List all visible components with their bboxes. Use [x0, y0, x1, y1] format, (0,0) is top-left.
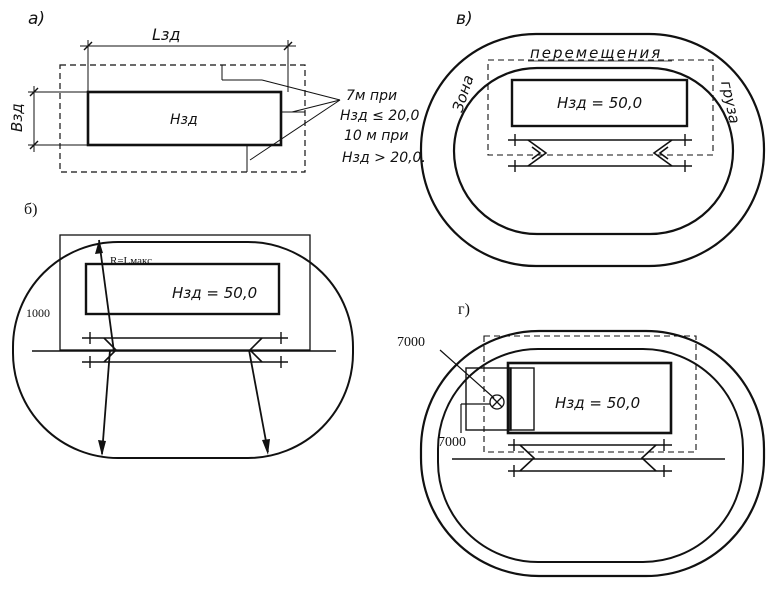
panel-a-note-line-2: Hзд ≤ 20,0	[340, 108, 420, 124]
panel-a: а) Нзд Lзд Взд 7м при Hзд ≤ 20,0 10	[8, 9, 426, 173]
panel-v-height-label: Hзд = 50,0	[557, 94, 642, 112]
panel-v-outer-ring	[419, 32, 766, 268]
panel-g-building	[506, 361, 673, 435]
panel-a-label: а)	[28, 9, 45, 29]
panel-g-annex-outer	[465, 367, 512, 431]
panel-b-radius-label: R=Lмакс	[110, 255, 152, 267]
panel-a-danger-zone	[59, 64, 306, 173]
panel-g: г) Hзд = 50,0 7000 7000	[397, 301, 766, 578]
panel-a-note-line-3: 10 м при	[344, 128, 408, 144]
panel-v: в) Hзд = 50,0 перемещения Зона груза	[419, 9, 766, 268]
panel-v-inner-ring	[452, 66, 735, 236]
panel-g-dim-bottom: 7000	[438, 435, 466, 450]
panel-a-building	[86, 90, 283, 147]
panel-a-note: 7м при Hзд ≤ 20,0 10 м при Hзд > 20,0.	[340, 88, 426, 166]
panel-b-height-label: Hзд = 50,0	[172, 284, 257, 302]
panel-a-width-label: Взд	[8, 103, 26, 132]
panel-g-height-label: Hзд = 50,0	[555, 394, 640, 412]
panel-a-length-label: Lзд	[152, 25, 180, 44]
panel-b-site-outline	[12, 241, 354, 459]
panel-g-crane-track	[508, 439, 672, 477]
panel-b-building	[84, 262, 281, 316]
panel-g-label: г)	[458, 301, 470, 318]
panel-g-outer-ring	[419, 329, 766, 578]
panel-a-note-line-4: Hзд > 20,0.	[342, 150, 426, 166]
panel-v-zone-top: перемещения	[530, 44, 662, 62]
panel-v-danger-zone	[487, 59, 714, 156]
panel-a-note-line-1: 7м при	[346, 88, 397, 104]
panel-v-crane-track	[508, 134, 692, 172]
panel-b: б) Hзд = 50,0 R=Lмакс 1000	[12, 201, 354, 459]
panel-a-height-label: Нзд	[170, 112, 198, 128]
panel-v-label: в)	[456, 9, 473, 29]
panel-v-building	[510, 78, 689, 128]
panel-b-crane-track	[82, 332, 288, 368]
panel-v-zone-right: груза	[717, 79, 744, 125]
panel-b-offset-label: 1000	[26, 306, 50, 320]
panel-v-zone-left: Зона	[449, 73, 478, 115]
panel-b-danger-zone	[59, 234, 311, 351]
panel-g-inner-ring	[437, 348, 744, 563]
panel-g-dim-top: 7000	[397, 335, 425, 350]
panel-b-reach-arrows	[95, 239, 270, 456]
panel-g-danger-zone	[483, 335, 697, 453]
panel-g-cross-marker	[489, 394, 505, 410]
panel-b-label: б)	[24, 201, 37, 218]
panel-g-annex-inner	[509, 367, 535, 431]
